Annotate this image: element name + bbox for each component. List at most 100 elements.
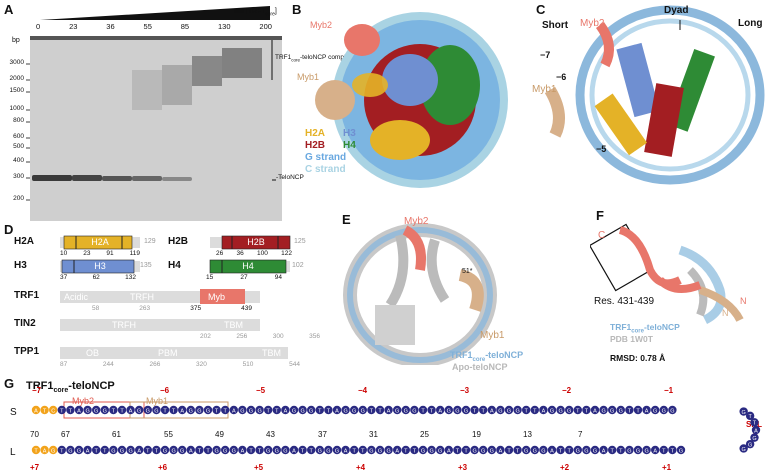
bottom-nt-letter: T: [60, 448, 64, 454]
top-nt-bead: [178, 405, 187, 415]
top-nt-letter: A: [77, 408, 81, 414]
bottom-nt-letter: T: [198, 448, 202, 454]
d-h2a-box: H2A: [91, 237, 109, 247]
top-nt-bead: [358, 405, 367, 415]
bottom-nt-bead: [599, 445, 608, 455]
bottom-nt-letter: G: [584, 448, 588, 454]
bottom-nt-bead: [212, 445, 221, 455]
e-myb2: [402, 225, 426, 271]
bottom-nt-letter: G: [171, 448, 175, 454]
bottom-nt-bead: [470, 445, 479, 455]
bottom-nt-letter: A: [137, 448, 141, 454]
bottom-nt-letter: T: [258, 448, 262, 454]
bottom-nt-bead: [315, 445, 324, 455]
panel-f-overlay: [590, 223, 744, 325]
bottom-nt-bead: [100, 445, 110, 455]
panel-f-label: F: [596, 208, 604, 223]
top-nt-letter: A: [180, 408, 184, 414]
top-nt-letter: T: [421, 408, 425, 414]
top-nt-bead: [565, 405, 574, 415]
b-myb2-label: Myb2: [310, 20, 333, 30]
bottom-nt-bead: [195, 445, 204, 455]
top-nt-letter: T: [378, 408, 382, 414]
top-nt-letter: G: [197, 408, 201, 414]
bottom-nt-bead: [186, 445, 195, 455]
bottom-nt-bead: [307, 445, 316, 455]
top-nt-bead: [272, 405, 281, 415]
top-nt-bead: [461, 405, 471, 415]
bottom-nt-bead: [616, 445, 625, 455]
bottom-nt-bead: [40, 445, 49, 455]
bottom-nt-letter: G: [421, 448, 425, 454]
top-nt-letter: T: [636, 408, 640, 414]
bottom-nt-bead: [246, 445, 256, 455]
panel-a-label: A: [4, 2, 14, 17]
trf1-myb: [200, 289, 245, 304]
top-nt-bead: [599, 405, 608, 415]
top-nt-letter: A: [438, 408, 442, 414]
bottom-nt-bead: [461, 445, 471, 455]
bottom-nt-letter: G: [163, 448, 167, 454]
top-nt-bead: [298, 405, 307, 415]
top-nt-letter: T: [585, 408, 589, 414]
bottom-nt-bead: [298, 445, 307, 455]
top-nt-letter: T: [163, 408, 167, 414]
bottom-nt-letter: G: [627, 448, 631, 454]
complex-label: TRF1core-teloNCP complexes: [275, 54, 360, 63]
bottom-nt-letter: T: [95, 448, 99, 454]
top-nt-bead: [625, 405, 634, 415]
top-nt-bead: [668, 405, 677, 415]
bottom-nt-bead: [332, 445, 342, 455]
bottom-nt-bead: [143, 445, 152, 455]
top-nt-bead: [642, 405, 651, 415]
top-nt-letter: G: [137, 408, 141, 414]
bottom-nt-letter: G: [68, 448, 72, 454]
bottom-nt-bead: [504, 445, 514, 455]
conc-1: 23: [69, 22, 78, 31]
top-nt-bead: [659, 405, 668, 415]
h2b-bar: [221, 235, 291, 250]
tpp1-bar: [60, 347, 288, 359]
bottom-nt-letter: G: [335, 448, 339, 454]
c-short-label: Short: [542, 20, 569, 31]
bottom-nt-letter: G: [369, 448, 373, 454]
bottom-nt-bead: [203, 445, 213, 455]
tin2-bar: [60, 319, 260, 331]
bottom-nt-letter: A: [189, 448, 193, 454]
bottom-nt-bead: [513, 445, 522, 455]
bottom-nt-bead: [496, 445, 505, 455]
bottom-nt-letter: G: [429, 448, 433, 454]
bottom-nt-bead: [358, 445, 367, 455]
top-nt-letter: A: [232, 408, 236, 414]
conc-6: 200: [259, 22, 272, 31]
top-nt-letter: A: [593, 408, 597, 414]
top-nt-letter: G: [206, 408, 210, 414]
myb1-density: [315, 80, 355, 120]
d-tpp1-tbm: TBM: [262, 348, 281, 358]
panel-d-label: D: [4, 222, 14, 237]
conc-2: 36: [106, 22, 115, 31]
d-trf1-acidic: Acidic: [64, 292, 89, 302]
top-nt-letter: G: [507, 408, 511, 414]
bottom-nt-letter: T: [413, 448, 417, 454]
bottom-nt-letter: T: [353, 448, 357, 454]
top-nt-letter: G: [343, 408, 347, 414]
h2a-density: [370, 120, 430, 160]
top-nt-bead: [324, 405, 333, 415]
top-nt-letter: T: [172, 408, 176, 414]
top-nt-bead: [375, 405, 385, 415]
top-nt-bead: [547, 405, 557, 415]
bottom-nt-bead: [565, 445, 574, 455]
bottom-nt-letter: T: [103, 448, 107, 454]
top-nt-letter: G: [352, 408, 356, 414]
bottom-nt-bead: [393, 445, 402, 455]
bottom-nt-bead: [255, 445, 264, 455]
bottom-nt-bead: [264, 445, 273, 455]
c-shl-minus7: −7: [540, 50, 551, 60]
d-h2a-name: H2A: [14, 236, 35, 247]
top-nt-bead: [530, 405, 539, 415]
d-h2b-name: H2B: [168, 236, 189, 247]
top-nt-letter: G: [601, 408, 605, 414]
